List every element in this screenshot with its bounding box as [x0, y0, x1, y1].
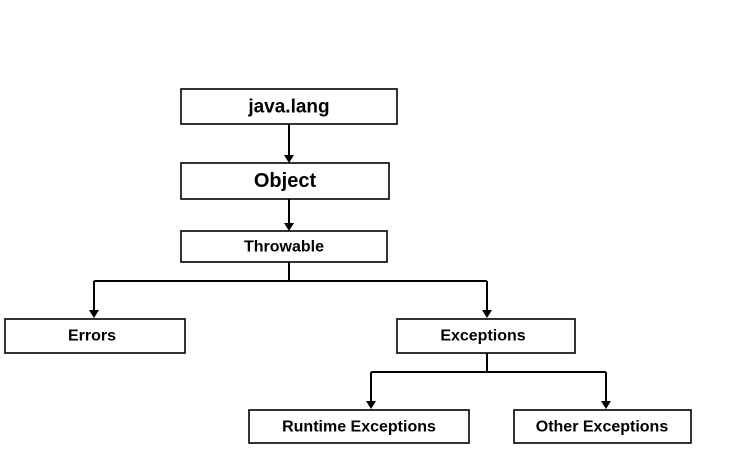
- node-java-lang: java.lang: [180, 88, 398, 125]
- node-other-exceptions-label: Other Exceptions: [536, 419, 669, 436]
- arrowhead-errors: [89, 310, 99, 318]
- arrowhead-object: [284, 155, 294, 163]
- node-throwable-label: Throwable: [244, 239, 324, 256]
- arrowhead-throwable: [284, 223, 294, 231]
- node-object: Object: [180, 162, 390, 200]
- connectors: [89, 124, 611, 409]
- arrowhead-runtime-exceptions: [366, 401, 376, 409]
- node-errors: Errors: [4, 318, 186, 354]
- node-throwable: Throwable: [180, 230, 388, 263]
- node-runtime-exceptions: Runtime Exceptions: [248, 409, 470, 444]
- node-exceptions: Exceptions: [396, 318, 576, 354]
- node-errors-label: Errors: [68, 328, 116, 345]
- node-exceptions-label: Exceptions: [440, 328, 525, 345]
- arrowhead-other-exceptions: [601, 401, 611, 409]
- node-object-label: Object: [254, 170, 317, 192]
- node-runtime-exceptions-label: Runtime Exceptions: [282, 419, 436, 436]
- arrowhead-exceptions: [482, 310, 492, 318]
- node-java-lang-label: java.lang: [247, 97, 329, 118]
- node-other-exceptions: Other Exceptions: [513, 409, 692, 444]
